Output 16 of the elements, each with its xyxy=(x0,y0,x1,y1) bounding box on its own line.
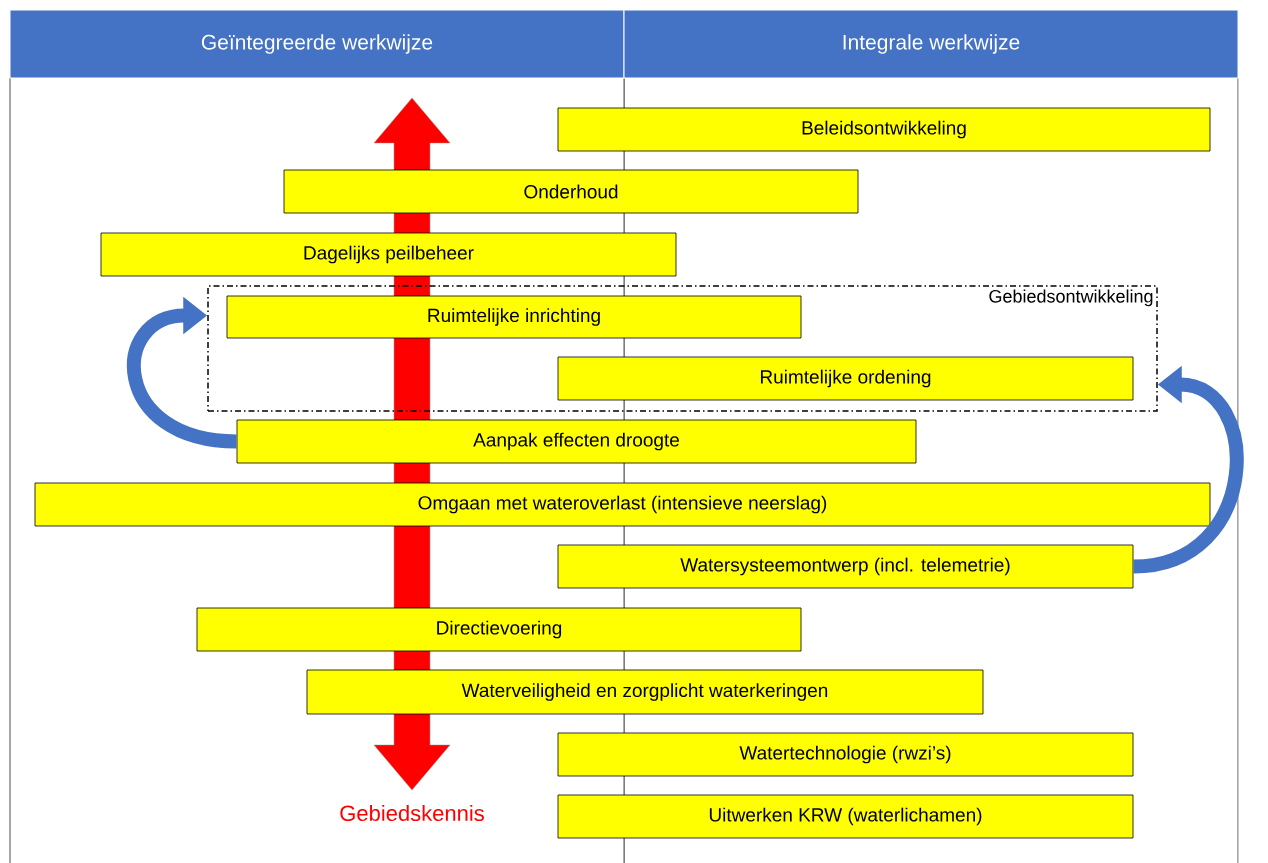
task-bar: Dagelijks peilbeheer xyxy=(100,232,677,277)
task-bar: Ruimtelijke inrichting xyxy=(226,295,802,339)
task-bar: Beleidsontwikkeling xyxy=(557,107,1211,152)
curved-arrow xyxy=(127,296,238,449)
task-bar: Onderhoud xyxy=(283,169,859,214)
task-bar: Directievoering xyxy=(196,607,802,652)
task-bar: Omgaan met wateroverlast (intensieve neerslag) xyxy=(34,482,1211,527)
area-label: Gebiedskennis xyxy=(340,804,484,822)
header-cell: Geïntegreerde werkwijze xyxy=(9,9,625,79)
task-bar: Waterveiligheid en zorgplicht waterkeringen xyxy=(306,669,984,715)
task-bar: Uitwerken KRW (waterlichamen) xyxy=(557,794,1134,839)
task-bar: Ruimtelijke ordening xyxy=(557,356,1134,401)
header-cell: Integrale werkwijze xyxy=(623,9,1239,79)
task-bar: Aanpak effecten droogte xyxy=(236,419,917,464)
task-bar: Watertechnologie (rwzi’s) xyxy=(557,732,1134,777)
task-bar: Watersysteemontwerp (incl. telemetrie) xyxy=(557,544,1134,589)
